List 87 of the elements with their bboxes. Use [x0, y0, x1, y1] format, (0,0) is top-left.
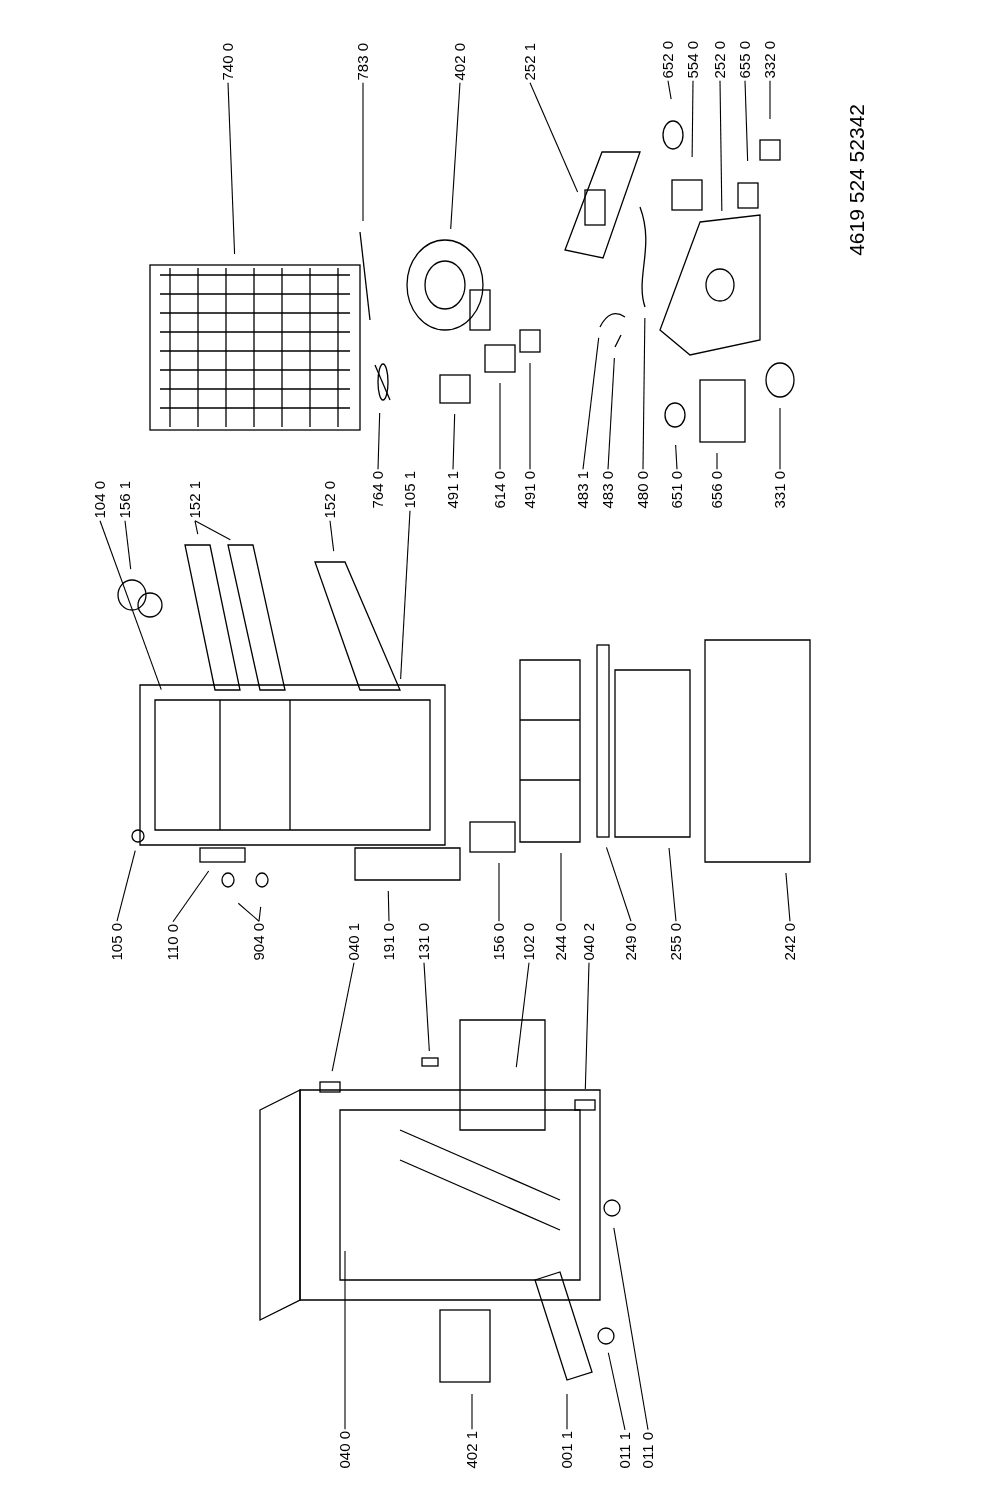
callout-number: 255 0	[667, 923, 685, 961]
callout-number: 483 0	[599, 471, 617, 509]
callout-number: 110 0	[164, 923, 182, 961]
callout-number: 764 0	[369, 471, 387, 509]
callout-number: 242 0	[781, 923, 799, 961]
callout-number: 491 1	[444, 471, 462, 509]
leader-line	[605, 846, 632, 922]
leader-line	[377, 412, 381, 470]
callout-number: 491 0	[521, 471, 539, 509]
callout-number: 156 0	[490, 923, 508, 961]
callout-number: 191 0	[380, 923, 398, 961]
callout-number: 040 2	[580, 923, 598, 961]
callout-number: 402 1	[463, 1431, 481, 1469]
leader-line	[124, 520, 132, 570]
leader-line	[362, 82, 364, 222]
leader-line	[515, 962, 530, 1068]
leader-line	[400, 510, 411, 680]
callout-number: 252 0	[711, 41, 729, 79]
callout-number: 011 1	[616, 1431, 634, 1469]
callout-number: 152 0	[321, 481, 339, 519]
leader-line	[116, 850, 136, 922]
leader-line	[582, 337, 600, 470]
leader-line	[744, 80, 749, 162]
leader-line	[471, 1393, 473, 1430]
leader-line	[452, 413, 456, 470]
leader-line	[607, 357, 615, 470]
leader-line	[560, 852, 562, 922]
leader-line	[719, 80, 723, 212]
leader-line	[258, 906, 262, 922]
part-number: 4619 524 52342	[845, 104, 869, 256]
leader-line	[499, 382, 501, 470]
callout-number: 332 0	[761, 41, 779, 79]
leader-line	[584, 962, 590, 1090]
callout-number: 331 0	[771, 471, 789, 509]
leader-line	[194, 520, 199, 535]
callout-number: 655 0	[736, 41, 754, 79]
leader-line	[607, 1352, 626, 1431]
callout-number: 156 1	[116, 481, 134, 519]
leader-line	[450, 82, 461, 230]
leader-line	[779, 407, 781, 470]
leader-line	[566, 1393, 568, 1430]
callout-number: 152 1	[186, 481, 204, 519]
callout-number: 651 0	[668, 471, 686, 509]
callout-number: 252 1	[521, 43, 539, 81]
leader-line	[529, 362, 531, 470]
callout-number: 614 0	[491, 471, 509, 509]
callout-number: 783 0	[354, 43, 372, 81]
leader-line	[613, 1227, 649, 1431]
leader-line	[668, 847, 677, 922]
callout-number: 740 0	[219, 43, 237, 81]
callout-number: 040 0	[336, 1431, 354, 1469]
callout-number: 904 0	[250, 923, 268, 961]
callout-number: 554 0	[684, 41, 702, 79]
callout-number: 249 0	[622, 923, 640, 961]
leader-line	[331, 962, 355, 1072]
callout-number: 480 0	[634, 471, 652, 509]
leader-line	[769, 80, 771, 120]
leader-line	[642, 317, 646, 470]
callout-number: 102 0	[520, 923, 538, 961]
callout-number: 105 0	[108, 923, 126, 961]
leader-line	[716, 452, 718, 470]
leader-line	[667, 80, 672, 100]
leader-line	[344, 1250, 346, 1430]
callout-number: 104 0	[91, 481, 109, 519]
callout-number: 011 0	[639, 1431, 657, 1469]
leader-line	[329, 520, 335, 552]
leader-line	[387, 890, 390, 922]
callout-number: 402 0	[451, 43, 469, 81]
leader-line	[498, 862, 500, 922]
leader-line	[691, 80, 694, 158]
callout-number: 483 1	[574, 471, 592, 509]
leader-line	[423, 962, 430, 1052]
leader-line	[237, 902, 260, 922]
leader-line	[227, 82, 236, 255]
leader-line	[785, 872, 791, 922]
leader-line	[99, 520, 162, 691]
callout-number: 652 0	[659, 41, 677, 79]
leader-line	[675, 444, 678, 470]
callout-number: 105 1	[401, 471, 419, 509]
leader-line	[194, 520, 231, 541]
callout-number: 244 0	[552, 923, 570, 961]
callout-number: 001 1	[558, 1431, 576, 1469]
callout-number: 656 0	[708, 471, 726, 509]
callout-number: 131 0	[415, 923, 433, 961]
leader-line	[529, 82, 579, 193]
leader-line	[172, 870, 210, 923]
callout-number: 040 1	[345, 923, 363, 961]
